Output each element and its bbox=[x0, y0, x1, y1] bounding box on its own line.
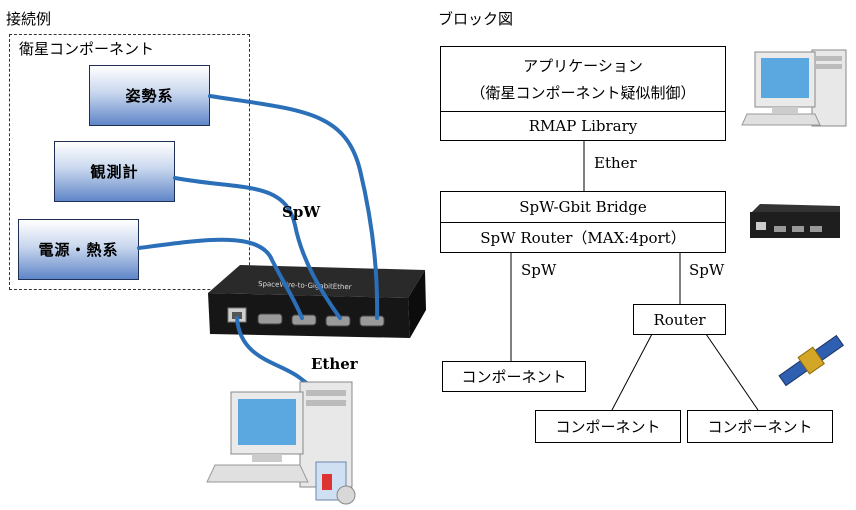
block-diagram-lines bbox=[510, 141, 759, 411]
rmap-library-label: RMAP Library bbox=[528, 117, 638, 135]
rmap-library-box: RMAP Library bbox=[440, 111, 726, 141]
component-box-3: コンポーネント bbox=[687, 410, 833, 443]
spacewire-device: SpaceWire-to-GigabitEther bbox=[208, 265, 426, 338]
cable-attitude bbox=[208, 94, 380, 320]
computer-icon-right bbox=[741, 49, 847, 127]
router-box: Router bbox=[633, 304, 726, 335]
application-sublabel: （衛星コンポーネント疑似制御） bbox=[470, 84, 696, 102]
block-diagram-title: ブロック図 bbox=[438, 10, 514, 28]
spw-link-right-label: SpW bbox=[689, 261, 725, 279]
device-label: SpaceWire-to-GigabitEther bbox=[258, 280, 352, 291]
satellite-component-group bbox=[9, 34, 250, 290]
module-power-thermal-label: 電源・熱系 bbox=[38, 241, 119, 259]
bridge-device-icon bbox=[750, 204, 840, 238]
connection-example-title: 接続例 bbox=[6, 10, 52, 28]
satellite-component-label: 衛星コンポーネント bbox=[19, 40, 155, 58]
module-power-thermal: 電源・熱系 bbox=[18, 219, 139, 280]
component-label-3: コンポーネント bbox=[707, 418, 813, 436]
component-box-1: コンポーネント bbox=[442, 361, 586, 392]
module-observation: 観測計 bbox=[54, 141, 175, 202]
computer-icon-left bbox=[206, 381, 356, 505]
bridge-label: SpW-Gbit Bridge bbox=[519, 198, 647, 216]
cable-observation bbox=[173, 176, 342, 320]
spw-router-box: SpW Router（MAX:4port） bbox=[440, 222, 726, 253]
spw-link-left-label: SpW bbox=[521, 261, 557, 279]
module-observation-label: 観測計 bbox=[90, 163, 139, 181]
spw-label: SpW bbox=[282, 203, 321, 221]
ether-label: Ether bbox=[311, 355, 358, 373]
bridge-box: SpW-Gbit Bridge bbox=[440, 191, 726, 223]
spw-router-label: SpW Router（MAX:4port） bbox=[480, 229, 686, 247]
component-label-2: コンポーネント bbox=[555, 418, 661, 436]
application-box: アプリケーション （衛星コンポーネント疑似制御） bbox=[440, 46, 726, 112]
module-attitude-label: 姿勢系 bbox=[125, 87, 174, 105]
application-label: アプリケーション bbox=[523, 57, 643, 75]
cable-power bbox=[137, 237, 304, 320]
module-attitude: 姿勢系 bbox=[89, 65, 210, 126]
component-box-2: コンポーネント bbox=[535, 410, 681, 443]
router-label: Router bbox=[653, 310, 706, 329]
component-label-1: コンポーネント bbox=[461, 368, 567, 386]
ether-link-label: Ether bbox=[594, 154, 637, 172]
satellite-icon bbox=[778, 334, 844, 387]
